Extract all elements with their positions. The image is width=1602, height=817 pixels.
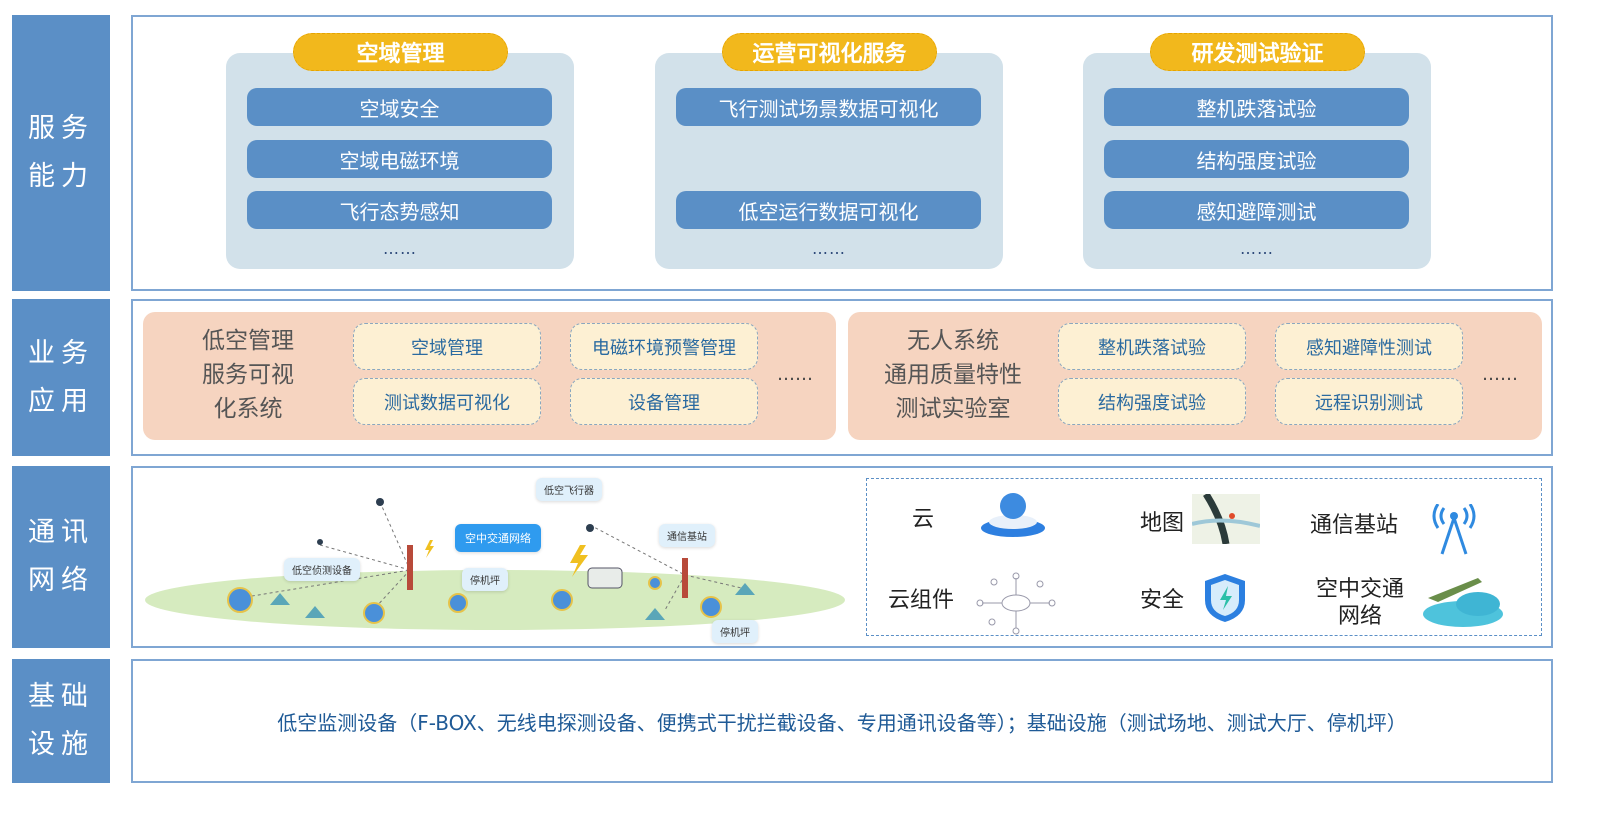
infra-layer: 低空监测设备（F-BOX、无线电探测设备、便携式干扰拦截设备、专用通讯设备等）；… [131, 659, 1553, 783]
title-line: 通用质量特性 [884, 362, 1022, 388]
service-item: 整机跌落试验 [1104, 88, 1409, 126]
scene-label: 空中交通网络 [455, 524, 541, 552]
business-cell: 设备管理 [570, 378, 758, 425]
layer-label-service: 服务能力 [12, 15, 110, 291]
service-item: 感知避障测试 [1104, 191, 1409, 229]
label-line: 网络 [1338, 604, 1383, 629]
shield-icon [1205, 574, 1245, 622]
business-cell: 远程识别测试 [1275, 378, 1463, 425]
antenna-icon [1432, 504, 1476, 555]
service-card-title: 空域管理 [293, 33, 508, 71]
service-item: 低空运行数据可视化 [676, 191, 981, 229]
icon-label: 安全 [1140, 588, 1185, 613]
scene-label: 低空侦测设备 [284, 558, 360, 581]
business-panel-lab: 无人系统 通用质量特性 测试实验室 整机跌落试验 感知避障性测试 结构强度试验 … [848, 312, 1542, 440]
cloud-components-icon [976, 572, 1056, 635]
service-item: 飞行测试场景数据可视化 [676, 88, 981, 126]
icon-label: 通信基站 [1310, 513, 1399, 538]
service-card-rd-test: 整机跌落试验 结构强度试验 感知避障测试 …… [1083, 53, 1431, 269]
cloud-server-icon [981, 493, 1045, 537]
airplane-cloud-icon [1423, 578, 1503, 627]
title-line: 化系统 [213, 396, 283, 422]
business-cell: 电磁环境预警管理 [570, 323, 758, 370]
more-dots: …… [812, 239, 846, 258]
icon-label: 云 [912, 507, 935, 532]
service-item: 空域安全 [247, 88, 552, 126]
more-dots: …… [777, 364, 813, 385]
more-dots: …… [383, 239, 417, 258]
scene-label: 通信基站 [659, 524, 715, 547]
service-item: 结构强度试验 [1104, 140, 1409, 178]
business-panel-management: 低空管理 服务可视 化系统 空域管理 电磁环境预警管理 测试数据可视化 设备管理… [143, 312, 836, 440]
service-item: 空域电磁环境 [247, 140, 552, 178]
business-cell: 空域管理 [353, 323, 541, 370]
icon-label: 地图 [1140, 511, 1185, 536]
network-icons-box [866, 478, 1542, 636]
infra-text: 低空监测设备（F-BOX、无线电探测设备、便携式干扰拦截设备、专用通讯设备等）；… [277, 710, 1407, 735]
business-cell: 测试数据可视化 [353, 378, 541, 425]
business-cell: 结构强度试验 [1058, 378, 1246, 425]
network-scene-illustration [145, 498, 845, 630]
title-line: 服务可视 [202, 362, 294, 388]
layer-label-network: 通讯网络 [12, 466, 110, 648]
layer-label-business: 业务应用 [12, 299, 110, 456]
title-line: 无人系统 [907, 328, 999, 354]
service-card-title: 运营可视化服务 [722, 33, 937, 71]
title-line: 低空管理 [202, 328, 294, 354]
scene-label: 停机坪 [712, 620, 758, 643]
icon-label: 云组件 [888, 588, 955, 613]
scene-label: 停机坪 [462, 568, 508, 591]
scene-label: 低空飞行器 [536, 478, 602, 501]
icon-label: 空中交通网络 [1316, 576, 1404, 630]
business-cell: 感知避障性测试 [1275, 323, 1463, 370]
map-icon [1192, 494, 1260, 544]
service-item: 飞行态势感知 [247, 191, 552, 229]
service-card-visualization: 飞行测试场景数据可视化 低空运行数据可视化 …… [655, 53, 1003, 269]
service-card-airspace: 空域安全 空域电磁环境 飞行态势感知 …… [226, 53, 574, 269]
label-line: 空中交通 [1316, 577, 1405, 602]
more-dots: …… [1240, 239, 1274, 258]
layer-label-infra: 基础设施 [12, 659, 110, 783]
title-line: 测试实验室 [895, 396, 1011, 422]
panel-title: 低空管理 服务可视 化系统 [163, 324, 333, 426]
business-cell: 整机跌落试验 [1058, 323, 1246, 370]
more-dots: …… [1482, 364, 1518, 385]
panel-title: 无人系统 通用质量特性 测试实验室 [868, 324, 1038, 426]
service-card-title: 研发测试验证 [1150, 33, 1365, 71]
